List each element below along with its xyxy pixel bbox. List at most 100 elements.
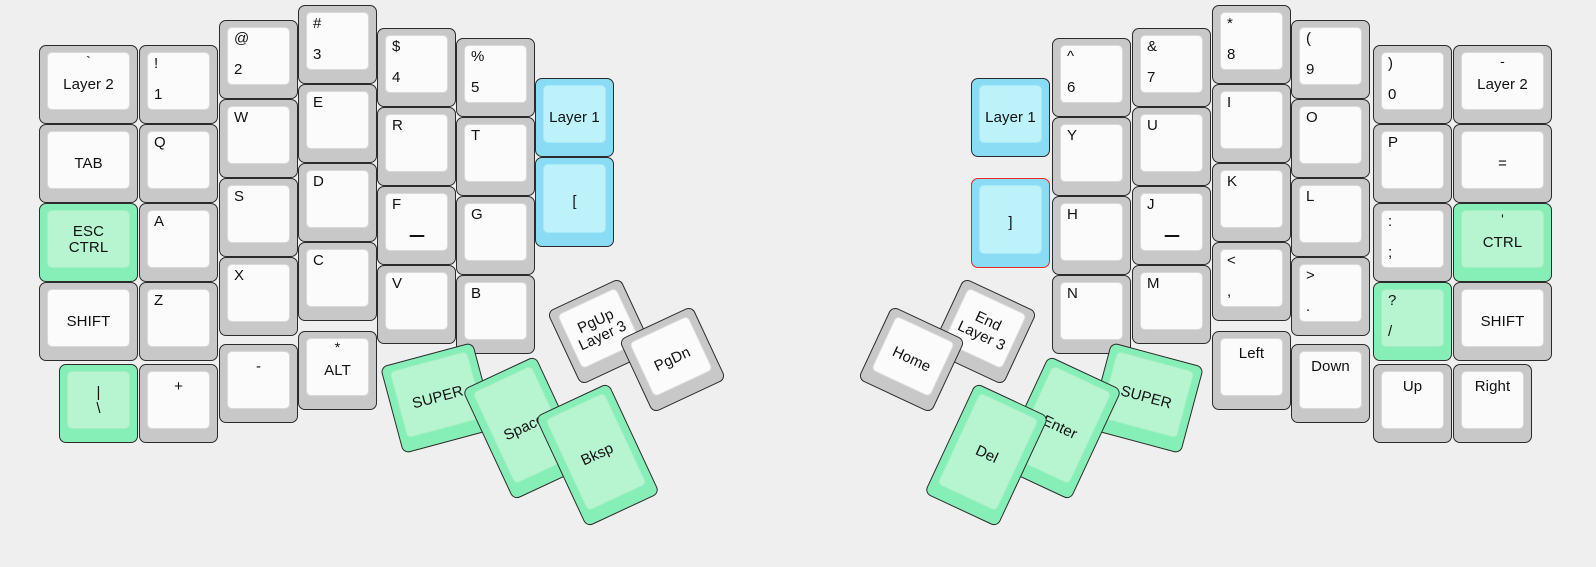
key-2[interactable]: @2	[219, 20, 298, 99]
key-down[interactable]: Down	[1291, 344, 1370, 423]
key-l[interactable]: L	[1291, 178, 1370, 257]
keycap-surface	[47, 52, 130, 110]
key-equals[interactable]: =	[1453, 124, 1552, 203]
key-shift-left[interactable]: SHIFT	[39, 282, 138, 361]
key-8[interactable]: *8	[1212, 5, 1291, 84]
key-layer2-right[interactable]: -Layer 2	[1453, 45, 1552, 124]
key-alt[interactable]: *ALT	[298, 331, 377, 410]
key-u[interactable]: U	[1132, 107, 1211, 186]
key-ctrl-right[interactable]: 'CTRL	[1453, 203, 1552, 282]
keycap-surface	[1060, 282, 1123, 340]
key-j[interactable]: J	[1132, 186, 1211, 265]
keycap-surface	[306, 249, 369, 307]
key-slash[interactable]: ?/	[1373, 282, 1452, 361]
key-k[interactable]: K	[1212, 163, 1291, 242]
keycap-surface	[1299, 106, 1362, 164]
key-n[interactable]: N	[1052, 275, 1131, 354]
keycap-surface	[47, 131, 130, 189]
key-x[interactable]: X	[219, 257, 298, 336]
key-3[interactable]: #3	[298, 5, 377, 84]
keycap-surface	[306, 91, 369, 149]
key-bracket-right[interactable]: ]	[971, 178, 1050, 268]
key-tab[interactable]: TAB	[39, 124, 138, 203]
keycap-surface	[464, 45, 527, 103]
keycap-surface	[1140, 114, 1203, 172]
keycap-surface	[227, 351, 290, 409]
key-h[interactable]: H	[1052, 196, 1131, 275]
key-shift-right[interactable]: SHIFT	[1453, 282, 1552, 361]
keycap-surface	[1299, 351, 1362, 409]
keycap-surface	[1140, 193, 1203, 251]
key-1[interactable]: !1	[139, 45, 218, 124]
key-period[interactable]: >.	[1291, 257, 1370, 336]
key-m[interactable]: M	[1132, 265, 1211, 344]
keycap-surface	[979, 85, 1042, 143]
key-b[interactable]: B	[456, 275, 535, 354]
key-w[interactable]: W	[219, 99, 298, 178]
keycap-surface	[543, 164, 606, 233]
keycap-surface	[937, 392, 1039, 512]
key-plus[interactable]: +	[139, 364, 218, 443]
keycap-surface	[1299, 27, 1362, 85]
keycap-surface	[1220, 249, 1283, 307]
keycap-surface	[1140, 272, 1203, 330]
key-layer2-left[interactable]: `Layer 2	[39, 45, 138, 124]
key-pipe-backslash[interactable]: | \	[59, 364, 138, 443]
key-e[interactable]: E	[298, 84, 377, 163]
keycap-surface	[464, 124, 527, 182]
key-z[interactable]: Z	[139, 282, 218, 361]
keycap-surface	[1461, 210, 1544, 268]
key-5[interactable]: %5	[456, 38, 535, 117]
key-v[interactable]: V	[377, 265, 456, 344]
keycap-surface	[1220, 170, 1283, 228]
keycap-surface	[1461, 52, 1544, 110]
key-o[interactable]: O	[1291, 99, 1370, 178]
key-minus-left[interactable]: -	[219, 344, 298, 423]
key-9[interactable]: (9	[1291, 20, 1370, 99]
keycap-surface	[306, 12, 369, 70]
keycap-surface	[1299, 185, 1362, 243]
key-layer1-left[interactable]: Layer 1	[535, 78, 614, 157]
keycap-surface	[227, 185, 290, 243]
keycap-surface	[1381, 289, 1444, 347]
key-0[interactable]: )0	[1373, 45, 1452, 124]
key-esc-ctrl[interactable]: ESC CTRL	[39, 203, 138, 282]
keycap-surface	[1220, 338, 1283, 396]
key-g[interactable]: G	[456, 196, 535, 275]
keycap-surface	[1060, 45, 1123, 103]
key-6[interactable]: ^6	[1052, 38, 1131, 117]
key-left[interactable]: Left	[1212, 331, 1291, 410]
key-layer1-right[interactable]: Layer 1	[971, 78, 1050, 157]
key-a[interactable]: A	[139, 203, 218, 282]
key-bracket-left[interactable]: [	[535, 157, 614, 247]
key-d[interactable]: D	[298, 163, 377, 242]
keycap-surface	[1381, 52, 1444, 110]
key-q[interactable]: Q	[139, 124, 218, 203]
homing-bar-indicator	[409, 235, 424, 237]
key-s[interactable]: S	[219, 178, 298, 257]
keycap-surface	[979, 185, 1042, 254]
key-c[interactable]: C	[298, 242, 377, 321]
key-t[interactable]: T	[456, 117, 535, 196]
keycap-surface	[147, 210, 210, 268]
key-up[interactable]: Up	[1373, 364, 1452, 443]
keycap-surface	[385, 114, 448, 172]
key-i[interactable]: I	[1212, 84, 1291, 163]
keycap-surface	[1220, 91, 1283, 149]
keycap-surface	[545, 392, 647, 512]
keycap-surface	[1381, 210, 1444, 268]
keycap-surface	[1381, 131, 1444, 189]
key-p[interactable]: P	[1373, 124, 1452, 203]
keycap-surface	[147, 52, 210, 110]
key-right[interactable]: Right	[1453, 364, 1532, 443]
keycap-surface	[1060, 203, 1123, 261]
key-comma[interactable]: <,	[1212, 242, 1291, 321]
key-r[interactable]: R	[377, 107, 456, 186]
keycap-surface	[147, 289, 210, 347]
key-4[interactable]: $4	[377, 28, 456, 107]
key-f[interactable]: F	[377, 186, 456, 265]
key-7[interactable]: &7	[1132, 28, 1211, 107]
key-y[interactable]: Y	[1052, 117, 1131, 196]
key-semicolon[interactable]: :;	[1373, 203, 1452, 282]
